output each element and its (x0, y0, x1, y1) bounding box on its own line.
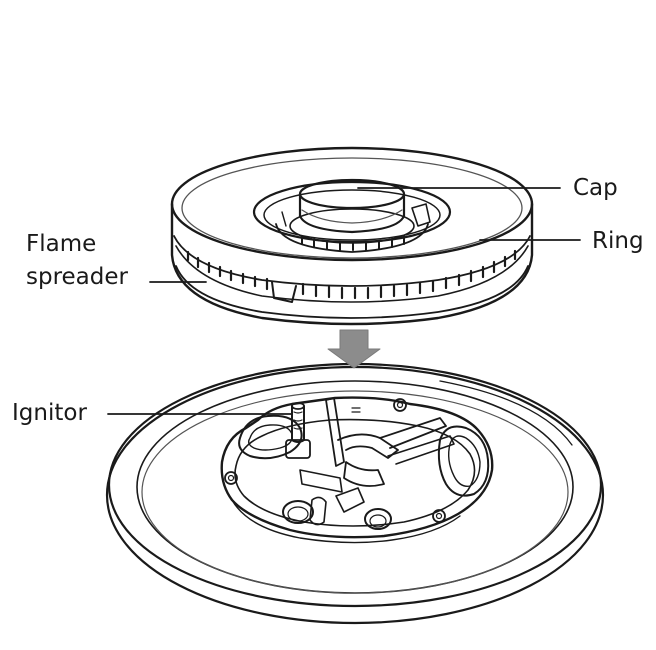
burner-base (105, 362, 605, 625)
cap-label: Cap (573, 175, 618, 201)
flame-spreader-label-line2: spreader (26, 264, 128, 290)
down-arrow-icon (327, 329, 381, 369)
ignitor-label: Ignitor (12, 400, 87, 426)
burner-cap (298, 178, 406, 234)
flame-ports (186, 249, 517, 300)
ring-label: Ring (592, 228, 644, 254)
leader-lines (107, 187, 581, 415)
flame-spreader-label-line1: Flame (26, 231, 97, 257)
flame-spreader-assembly (170, 146, 534, 326)
inner-ports (301, 235, 405, 251)
burner-housing (220, 396, 494, 544)
ignitor-post (285, 402, 311, 459)
